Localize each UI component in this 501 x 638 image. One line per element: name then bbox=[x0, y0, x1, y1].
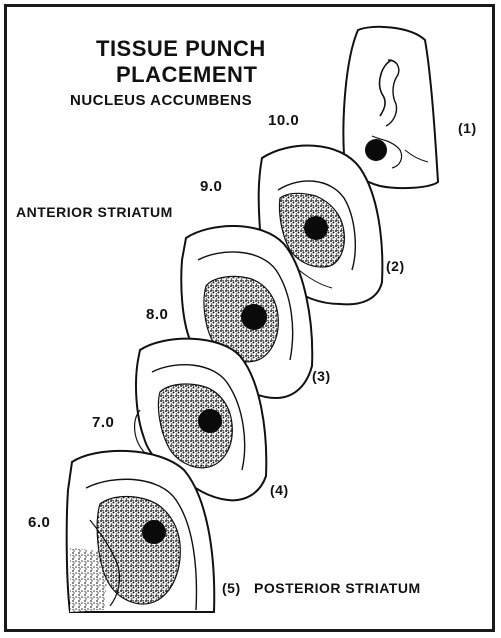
section-marker-5: (5) bbox=[222, 580, 241, 596]
level-label-5: 6.0 bbox=[28, 514, 50, 531]
punch-dot-1 bbox=[365, 139, 387, 161]
punch-dot-5 bbox=[142, 520, 166, 544]
level-label-2: 9.0 bbox=[200, 178, 222, 195]
section-marker-4: (4) bbox=[270, 482, 289, 498]
section-marker-2: (2) bbox=[386, 258, 405, 274]
level-label-4: 7.0 bbox=[92, 414, 114, 431]
section-marker-1: (1) bbox=[458, 120, 477, 136]
title-line-1: TISSUE PUNCH bbox=[96, 36, 266, 62]
region-label-anterior: ANTERIOR STRIATUM bbox=[16, 204, 173, 220]
title-line-2: PLACEMENT bbox=[116, 62, 257, 88]
subtitle: NUCLEUS ACCUMBENS bbox=[70, 92, 252, 109]
section-marker-3: (3) bbox=[312, 368, 331, 384]
level-label-1: 10.0 bbox=[268, 112, 299, 129]
level-label-3: 8.0 bbox=[146, 306, 168, 323]
region-label-posterior: POSTERIOR STRIATUM bbox=[254, 580, 421, 596]
punch-dot-3 bbox=[241, 304, 267, 330]
punch-dot-4 bbox=[198, 409, 222, 433]
punch-dot-2 bbox=[304, 216, 328, 240]
